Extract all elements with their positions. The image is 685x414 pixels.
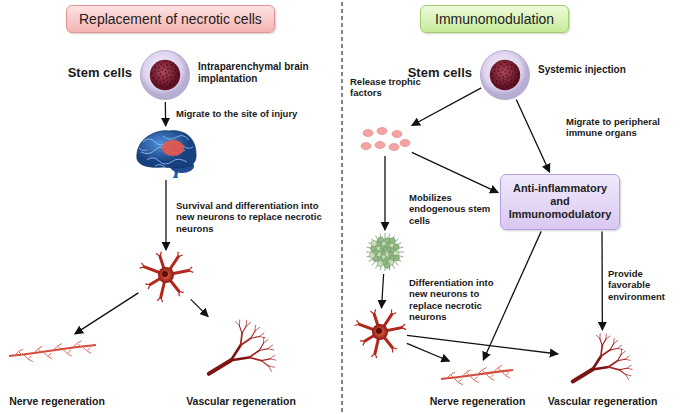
neuron-figure bbox=[140, 252, 192, 298]
vessel-figure: Vascular regeneration bbox=[560, 332, 645, 387]
cell-illustration bbox=[480, 50, 530, 100]
label-box: Immunomodulation bbox=[420, 5, 569, 33]
brain-figure bbox=[133, 128, 199, 178]
figure-title: Stem cells bbox=[10, 66, 132, 81]
flow-arrow bbox=[483, 231, 541, 360]
figure-caption: Vascular regeneration bbox=[547, 395, 658, 407]
neuron-drawing bbox=[140, 252, 194, 302]
figure-caption: Nerve regeneration bbox=[2, 395, 112, 407]
cell-figure: Stem cellsSystemic injection bbox=[480, 50, 530, 100]
neuron-illustration bbox=[140, 252, 192, 298]
cell-drawing bbox=[141, 51, 190, 100]
arrow-label: Mobilizes endogenous stem cells bbox=[409, 192, 493, 226]
flow-arrow bbox=[407, 343, 450, 361]
cell-figure: Stem cellsIntraparenchymal brain implant… bbox=[140, 50, 190, 100]
flow-arrow bbox=[412, 152, 498, 192]
flow-arrow bbox=[165, 102, 167, 126]
flow-arrow bbox=[382, 274, 384, 308]
dots-drawing bbox=[361, 128, 410, 151]
neuron-drawing bbox=[355, 309, 407, 358]
cell-illustration bbox=[140, 50, 190, 100]
arrow-label: Differentiation into new neurons to repl… bbox=[409, 277, 499, 323]
box-label: Anti-inflammatory and Immunomodulatory bbox=[507, 182, 613, 222]
arrow-label: Release trophic factors bbox=[350, 76, 445, 99]
arrow-label: Migrate to the site of injury bbox=[176, 108, 336, 119]
nerve-illustration bbox=[8, 335, 98, 361]
arrow-label: Provide favorable environment bbox=[608, 268, 680, 302]
flow-arrow bbox=[516, 100, 549, 173]
brain-illustration bbox=[133, 128, 199, 178]
flow-arrow bbox=[384, 156, 385, 230]
vessel-illustration bbox=[560, 332, 645, 387]
box-label: Immunomodulation bbox=[435, 11, 554, 27]
neuron-illustration bbox=[355, 310, 405, 354]
dots-illustration bbox=[360, 126, 410, 154]
label-box: Replacement of necrotic cells bbox=[66, 5, 275, 33]
box-label: Replacement of necrotic cells bbox=[79, 11, 262, 27]
label-box: Anti-inflammatory and Immunomodulatory bbox=[500, 174, 620, 230]
cluster-illustration bbox=[365, 232, 405, 272]
arrow-label: Migrate to peripheral immune organs bbox=[566, 116, 680, 139]
cluster-figure bbox=[365, 232, 405, 272]
nerve-drawing bbox=[9, 341, 96, 362]
arrow-label: Survival and differentiation into new ne… bbox=[176, 200, 331, 234]
flow-arrow bbox=[75, 293, 139, 334]
vessel-drawing bbox=[573, 334, 632, 382]
vessel-illustration bbox=[195, 318, 287, 380]
flow-arrow bbox=[191, 299, 208, 316]
nerve-drawing bbox=[441, 365, 513, 385]
vessel-figure: Vascular regeneration bbox=[195, 318, 287, 380]
cluster-drawing bbox=[366, 233, 404, 271]
figure-caption: Nerve regeneration bbox=[425, 395, 530, 407]
nerve-figure: Nerve regeneration bbox=[8, 335, 98, 361]
neuron-figure bbox=[355, 310, 405, 354]
figure-caption: Vascular regeneration bbox=[183, 395, 299, 407]
flow-arrow bbox=[601, 232, 603, 330]
figure-caption: Intraparenchymal brain implantation bbox=[198, 61, 330, 84]
cell-drawing bbox=[481, 51, 530, 100]
brain-drawing bbox=[137, 131, 196, 178]
vessel-drawing bbox=[209, 320, 276, 374]
flow-arrow bbox=[407, 335, 558, 354]
figure-caption: Systemic injection bbox=[538, 64, 668, 76]
dots-figure bbox=[360, 126, 410, 154]
nerve-figure: Nerve regeneration bbox=[440, 362, 515, 384]
nerve-illustration bbox=[440, 362, 515, 384]
flow-arrow bbox=[165, 180, 166, 250]
panel-divider bbox=[341, 2, 342, 414]
flow-arrow bbox=[412, 88, 482, 126]
